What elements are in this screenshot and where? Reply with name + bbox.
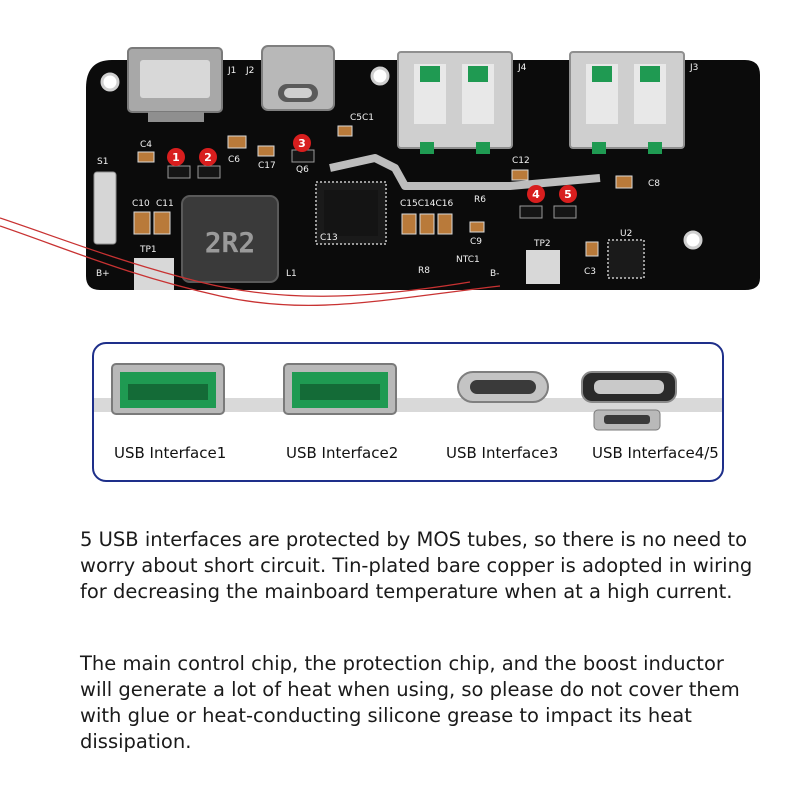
usb-interface-3-label: USB Interface3 (446, 444, 559, 462)
marker-3 (293, 134, 311, 152)
description-paragraph-1: 5 USB interfaces are protected by MOS tu… (80, 528, 753, 603)
marker-3-label: 3 (298, 137, 306, 150)
switch-s1 (93, 171, 117, 245)
usb-interface-2-label: USB Interface2 (286, 444, 399, 462)
marker-5 (559, 185, 577, 203)
main-control-chip (315, 181, 387, 245)
silk-tp2: TP2 (533, 239, 551, 249)
silk-j2: J2 (245, 66, 254, 76)
test-pad-tp2 (526, 250, 560, 284)
marker-1-label: 1 (172, 151, 180, 164)
smd-components (133, 125, 633, 257)
silk-c6: C6 (228, 155, 240, 165)
silk-j3: J3 (689, 63, 698, 73)
marker-2 (199, 148, 217, 166)
silk-u2: U2 (620, 229, 632, 239)
boost-inductor: 2R2 (181, 195, 279, 283)
usb-interface-1-label: USB Interface1 (114, 444, 227, 462)
inductor-marking: 2R2 (205, 226, 256, 259)
usb-interfaces-panel: USB Interface1 USB Interface2 USB Interf… (92, 342, 724, 482)
marker-4-label: 4 (532, 188, 540, 201)
marker-1 (167, 148, 185, 166)
silk-s1: S1 (97, 157, 108, 167)
silk-c13: C13 (320, 233, 338, 243)
silk-b-minus: B- (490, 269, 499, 279)
usb-connector-j2 (261, 45, 335, 111)
usb-port-3 (457, 371, 549, 403)
silk-r8: R8 (418, 266, 430, 276)
usb-port-2 (283, 363, 397, 415)
silk-b-plus: B+ (96, 269, 110, 279)
marker-4 (527, 185, 545, 203)
silk-c11: C11 (156, 199, 174, 209)
mounting-holes (100, 66, 703, 250)
silk-r6: R6 (474, 195, 486, 205)
silk-c9: C9 (470, 237, 482, 247)
usb-port-4-5 (581, 371, 677, 431)
silk-j1: J1 (227, 66, 236, 76)
usb-interface-4-5-label: USB Interface4/5 (592, 444, 719, 462)
marker-2-label: 2 (204, 151, 212, 164)
mos-chips (167, 149, 577, 219)
description-paragraph-2: The main control chip, the protection ch… (80, 652, 740, 753)
silk-j4: J4 (517, 63, 527, 73)
pcb-board-photo: 2R2 J1 J2 J4 J3 S1 (0, 45, 760, 307)
silkscreen-labels: J1 J2 J4 J3 S1 C4 C6 C17 Q6 C5C1 C12 C8 … (96, 63, 698, 279)
marker-5-label: 5 (564, 188, 572, 201)
component-markers: 1 2 3 4 5 (167, 134, 577, 203)
protection-chip-u2 (607, 239, 645, 279)
silk-c5c1: C5C1 (350, 113, 374, 123)
silk-c17: C17 (258, 161, 276, 171)
usb-connector-j3 (569, 51, 685, 154)
silk-l1: L1 (286, 269, 297, 279)
board-edge (94, 398, 722, 412)
usb-port-1 (111, 363, 225, 415)
silk-ntc1: NTC1 (456, 255, 480, 265)
silk-c4: C4 (140, 140, 152, 150)
silk-c12: C12 (512, 156, 530, 166)
usb-connector-j1 (127, 47, 223, 122)
tinned-trace (329, 154, 601, 190)
silk-tp1: TP1 (139, 245, 157, 255)
silk-c10: C10 (132, 199, 150, 209)
silk-c15c14c16: C15C14C16 (400, 199, 453, 209)
usb-ports-side-view (94, 363, 722, 431)
usb-connector-j4 (397, 51, 513, 154)
battery-wires (0, 217, 501, 307)
silk-q6: Q6 (296, 165, 309, 175)
silk-c3: C3 (584, 267, 596, 277)
silk-c8: C8 (648, 179, 660, 189)
